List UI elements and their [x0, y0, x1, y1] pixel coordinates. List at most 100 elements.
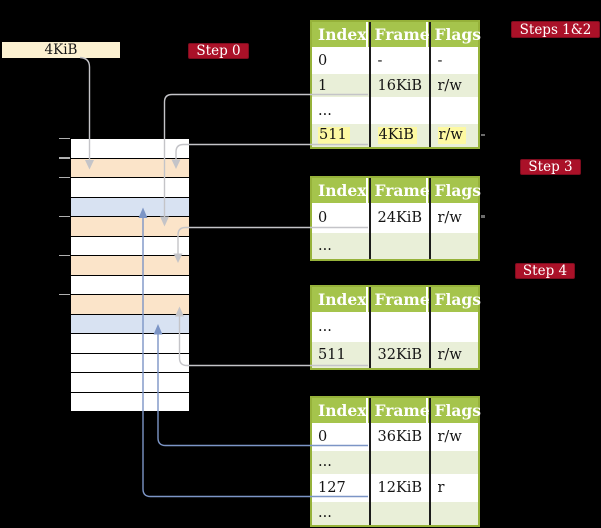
memory-row: [70, 313, 190, 334]
index-cell: 0: [318, 428, 328, 445]
table-row: ...: [312, 97, 478, 122]
memory-row: [70, 235, 190, 256]
memory-row: [70, 352, 190, 373]
table-header-row: Index Frame Flags: [312, 178, 481, 203]
index-cell: ...: [318, 319, 332, 335]
table-row: 0 24KiB r/w: [312, 203, 478, 231]
column-header-index: Index: [318, 401, 367, 420]
table-row-highlighted: 511 4KiB r/w: [312, 122, 478, 147]
index-cell: 127: [318, 479, 346, 496]
index-cell: 1: [318, 77, 328, 94]
flags-cell: [430, 99, 479, 122]
frame-cell: 24KiB: [377, 210, 423, 226]
flags-cell: [430, 502, 479, 526]
index-cell: 511: [318, 347, 346, 363]
frame-cell: 32KiB: [377, 347, 423, 363]
column-header-flags: Flags: [426, 398, 481, 423]
frame-cell: [370, 314, 430, 340]
index-cell: ...: [318, 505, 332, 522]
column-header-frame: Frame: [366, 287, 430, 312]
index-cell: ...: [318, 238, 332, 254]
frame-cell: 36KiB: [377, 428, 423, 445]
flags-cell: r: [437, 479, 445, 496]
column-separator: [369, 22, 371, 147]
table-row: 0 - -: [312, 47, 478, 72]
table-header-row: Index Frame Flags: [312, 22, 481, 47]
flags-cell: r/w: [430, 124, 479, 147]
column-separator: [429, 287, 431, 368]
flags-cell: -: [437, 52, 443, 69]
address-tick: [59, 293, 70, 295]
memory-row: [70, 372, 190, 393]
frame-cell: [370, 99, 430, 122]
frame-cell: 16KiB: [377, 77, 423, 94]
flags-cell: r/w: [437, 428, 462, 445]
physical-memory-column: [70, 138, 190, 412]
memory-row: [70, 216, 190, 237]
column-separator: [429, 178, 431, 259]
column-header-index: Index: [318, 25, 367, 44]
table-row: ...: [312, 499, 479, 526]
memory-row: [70, 138, 190, 159]
flags-cell: r/w: [437, 77, 462, 94]
badge-step-0: Step 0: [188, 43, 249, 59]
index-cell: 0: [318, 210, 328, 226]
frame-cell: [370, 451, 430, 475]
table-row: 0 36KiB r/w: [312, 423, 478, 449]
index-cell: 0: [318, 52, 328, 69]
memory-row: [70, 157, 190, 178]
flags-cell: r/w: [437, 347, 462, 363]
frame-cell: 4KiB: [370, 124, 430, 147]
memory-row: [70, 177, 190, 198]
table-side-dash: [480, 215, 485, 218]
memory-row: [70, 255, 190, 276]
table-row: ...: [312, 231, 478, 259]
page-table-3: Index Frame Flags ... 511 32KiB r/w: [310, 285, 481, 370]
column-separator: [369, 287, 371, 368]
page-size-label: 4KiB: [2, 42, 120, 58]
memory-row: [70, 294, 190, 315]
column-separator: [429, 22, 431, 147]
table-side-dash: [480, 133, 485, 136]
memory-row: [70, 333, 190, 354]
badge-steps-1-2: Steps 1&2: [511, 21, 600, 38]
column-separator: [429, 398, 431, 525]
address-tick: [59, 254, 70, 256]
index-cell: ...: [318, 102, 332, 119]
column-header-index: Index: [318, 290, 367, 309]
badge-step-3: Step 3: [520, 159, 581, 175]
table-row: 127 12KiB r: [312, 474, 478, 500]
table-row: ...: [312, 448, 479, 475]
column-header-flags: Flags: [426, 287, 481, 312]
table-row: ...: [312, 312, 478, 340]
column-header-frame: Frame: [366, 398, 430, 423]
address-tick: [59, 137, 70, 139]
page-table-2: Index Frame Flags 0 24KiB r/w ...: [310, 176, 481, 261]
index-cell: ...: [318, 454, 332, 471]
memory-row: [70, 196, 190, 217]
column-separator: [369, 178, 371, 259]
frame-cell: [370, 233, 430, 259]
column-header-frame: Frame: [366, 178, 430, 203]
table-row: 511 32KiB r/w: [312, 340, 478, 368]
page-table-4: Index Frame Flags 0 36KiB r/w ... 127 12…: [310, 396, 481, 527]
frame-cell: 12KiB: [377, 479, 423, 496]
flags-cell: r/w: [437, 210, 462, 226]
badge-step-4: Step 4: [515, 263, 575, 279]
column-separator: [369, 398, 371, 525]
index-cell: 511: [312, 124, 370, 147]
frame-cell: [370, 502, 430, 526]
column-header-flags: Flags: [426, 22, 481, 47]
frame-cell: -: [377, 52, 383, 69]
column-header-frame: Frame: [366, 22, 430, 47]
flags-cell: [430, 451, 479, 475]
address-tick: [59, 157, 70, 159]
flags-cell: [430, 314, 479, 340]
memory-row: [70, 274, 190, 295]
page-table-1: Index Frame Flags 0 - - 1 16KiB r/w ... …: [310, 20, 481, 149]
table-row: 1 16KiB r/w: [312, 72, 478, 97]
table-header-row: Index Frame Flags: [312, 398, 481, 423]
column-header-index: Index: [318, 181, 367, 200]
column-header-flags: Flags: [426, 178, 481, 203]
